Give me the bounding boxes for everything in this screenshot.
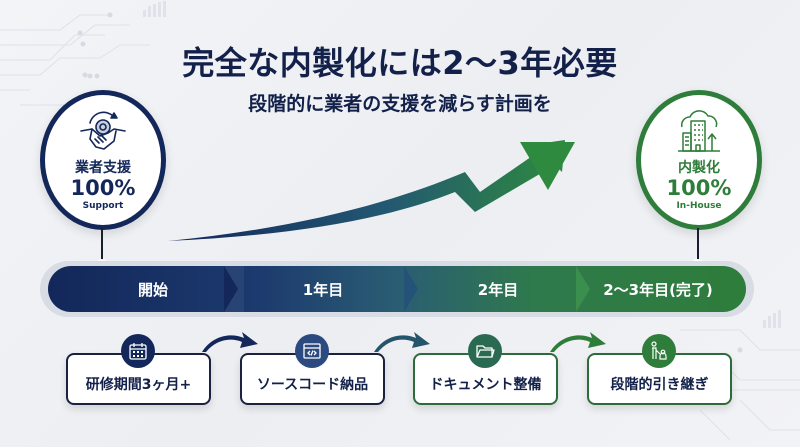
step-label: 研修期間3ヶ月+ bbox=[85, 377, 192, 393]
handshake-gear-icon bbox=[80, 111, 126, 150]
page-subtitle: 段階的に業者の支援を減らす計画を bbox=[248, 93, 552, 115]
timeline-stage-start: 開始 bbox=[137, 280, 168, 299]
badge-caption: In-House bbox=[676, 201, 722, 212]
step-arrow-1 bbox=[202, 332, 258, 352]
step-card-training: 研修期間3ヶ月+ bbox=[66, 353, 211, 405]
building-cloud-icon bbox=[678, 110, 720, 152]
step-label: ドキュメント整備 bbox=[429, 377, 542, 393]
timeline-bar: 開始 1年目 2年目 2〜3年目(完了) bbox=[48, 266, 746, 312]
code-window-icon bbox=[295, 334, 329, 368]
stage-divider-chevron bbox=[404, 266, 418, 312]
folder-icon bbox=[468, 334, 502, 368]
calendar-icon bbox=[121, 334, 155, 368]
step-arrow-3 bbox=[550, 332, 606, 352]
stage-divider-chevron bbox=[224, 266, 244, 312]
stage-divider-chevron bbox=[576, 266, 590, 312]
step-label: ソースコード納品 bbox=[256, 377, 369, 393]
start-connector-line bbox=[101, 228, 103, 266]
timeline-stage-complete: 2〜3年目(完了) bbox=[603, 280, 713, 299]
badge-caption: Support bbox=[82, 201, 124, 212]
step-label: 段階的引き継ぎ bbox=[610, 377, 709, 393]
timeline-stage-year2: 2年目 bbox=[477, 280, 519, 299]
timeline-stage-year1: 1年目 bbox=[302, 280, 344, 299]
growth-arrow bbox=[168, 140, 575, 241]
badge-label: 業者支援 bbox=[75, 160, 131, 176]
end-connector-line bbox=[697, 228, 699, 266]
step-arrow-2 bbox=[374, 332, 430, 352]
badge-percent: 100% bbox=[70, 176, 136, 200]
handover-people-icon bbox=[642, 334, 676, 368]
in-house-badge: 内製化 100% In-House bbox=[636, 90, 762, 230]
badge-label: 内製化 bbox=[678, 160, 720, 176]
badge-percent: 100% bbox=[666, 176, 732, 200]
page-title: 完全な内製化には2〜3年必要 bbox=[182, 44, 618, 82]
vendor-support-badge: 業者支援 100% Support bbox=[40, 90, 166, 230]
